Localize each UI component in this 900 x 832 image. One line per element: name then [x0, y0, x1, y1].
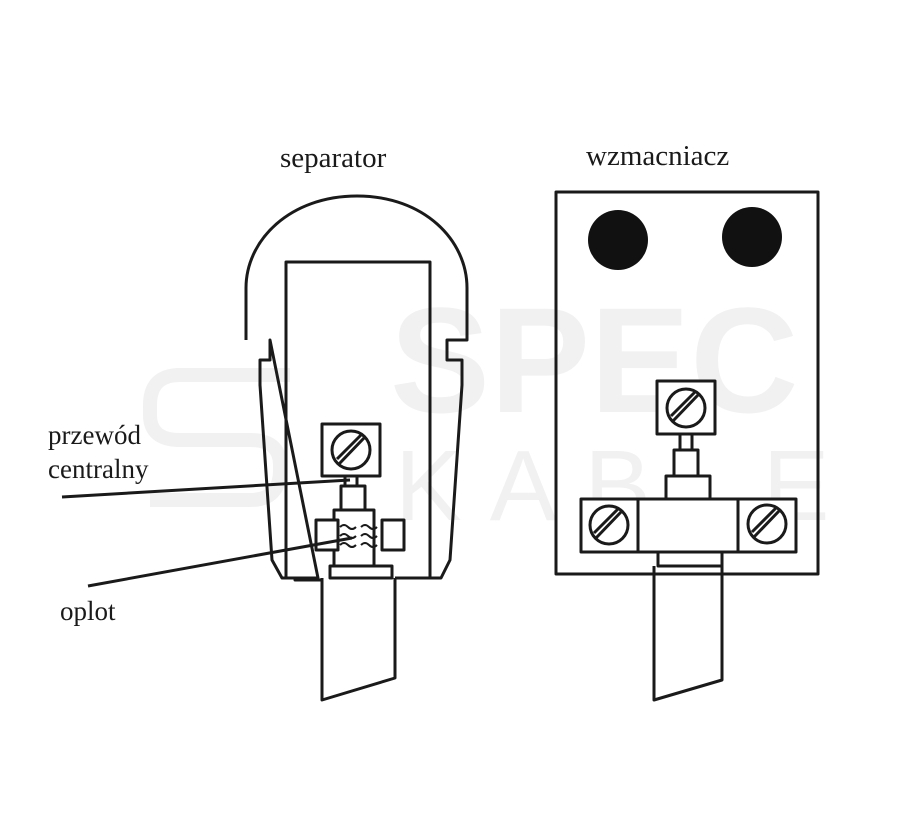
watermark: SPEC KABLE: [143, 276, 829, 542]
amplifier-cable-collar: [656, 550, 724, 568]
amplifier-diagram: wzmacniacz: [554, 140, 820, 702]
separator-clamp-left: [314, 518, 340, 552]
separator-braid-strands: [339, 524, 378, 548]
amplifier-label: wzmacniacz: [586, 140, 729, 172]
amplifier-center-pin: [678, 432, 694, 452]
braid-label: oplot: [60, 596, 116, 626]
amplifier-pin-base: [664, 474, 712, 502]
separator-coax-cable: [320, 578, 397, 702]
separator-diagram: separator przewód: [48, 142, 469, 702]
amplifier-clamp-screw-left-icon: [588, 504, 630, 546]
center-wire-label-line1: przewód: [48, 420, 141, 450]
center-wire-label-line2: centralny: [48, 454, 149, 484]
amplifier-hole-left-icon: [588, 210, 648, 270]
amplifier-hole-right-icon: [722, 207, 782, 267]
amplifier-clamp-screw-right-icon: [746, 503, 788, 545]
separator-terminal-screw-icon: [330, 429, 372, 471]
separator-cable-collar: [328, 564, 394, 580]
amplifier-coax-cable: [652, 566, 724, 702]
braid-leader-line: [87, 536, 353, 588]
amplifier-top-screw-icon: [665, 387, 707, 429]
separator-label: separator: [280, 142, 387, 174]
center-wire-leader-line: [61, 478, 351, 499]
amplifier-housing: [554, 190, 820, 576]
watermark-logo: [143, 368, 290, 507]
separator-housing: [244, 194, 469, 580]
amplifier-pin-collar: [672, 448, 700, 480]
separator-clamp-right: [380, 518, 406, 552]
separator-pin-collar: [339, 484, 367, 512]
